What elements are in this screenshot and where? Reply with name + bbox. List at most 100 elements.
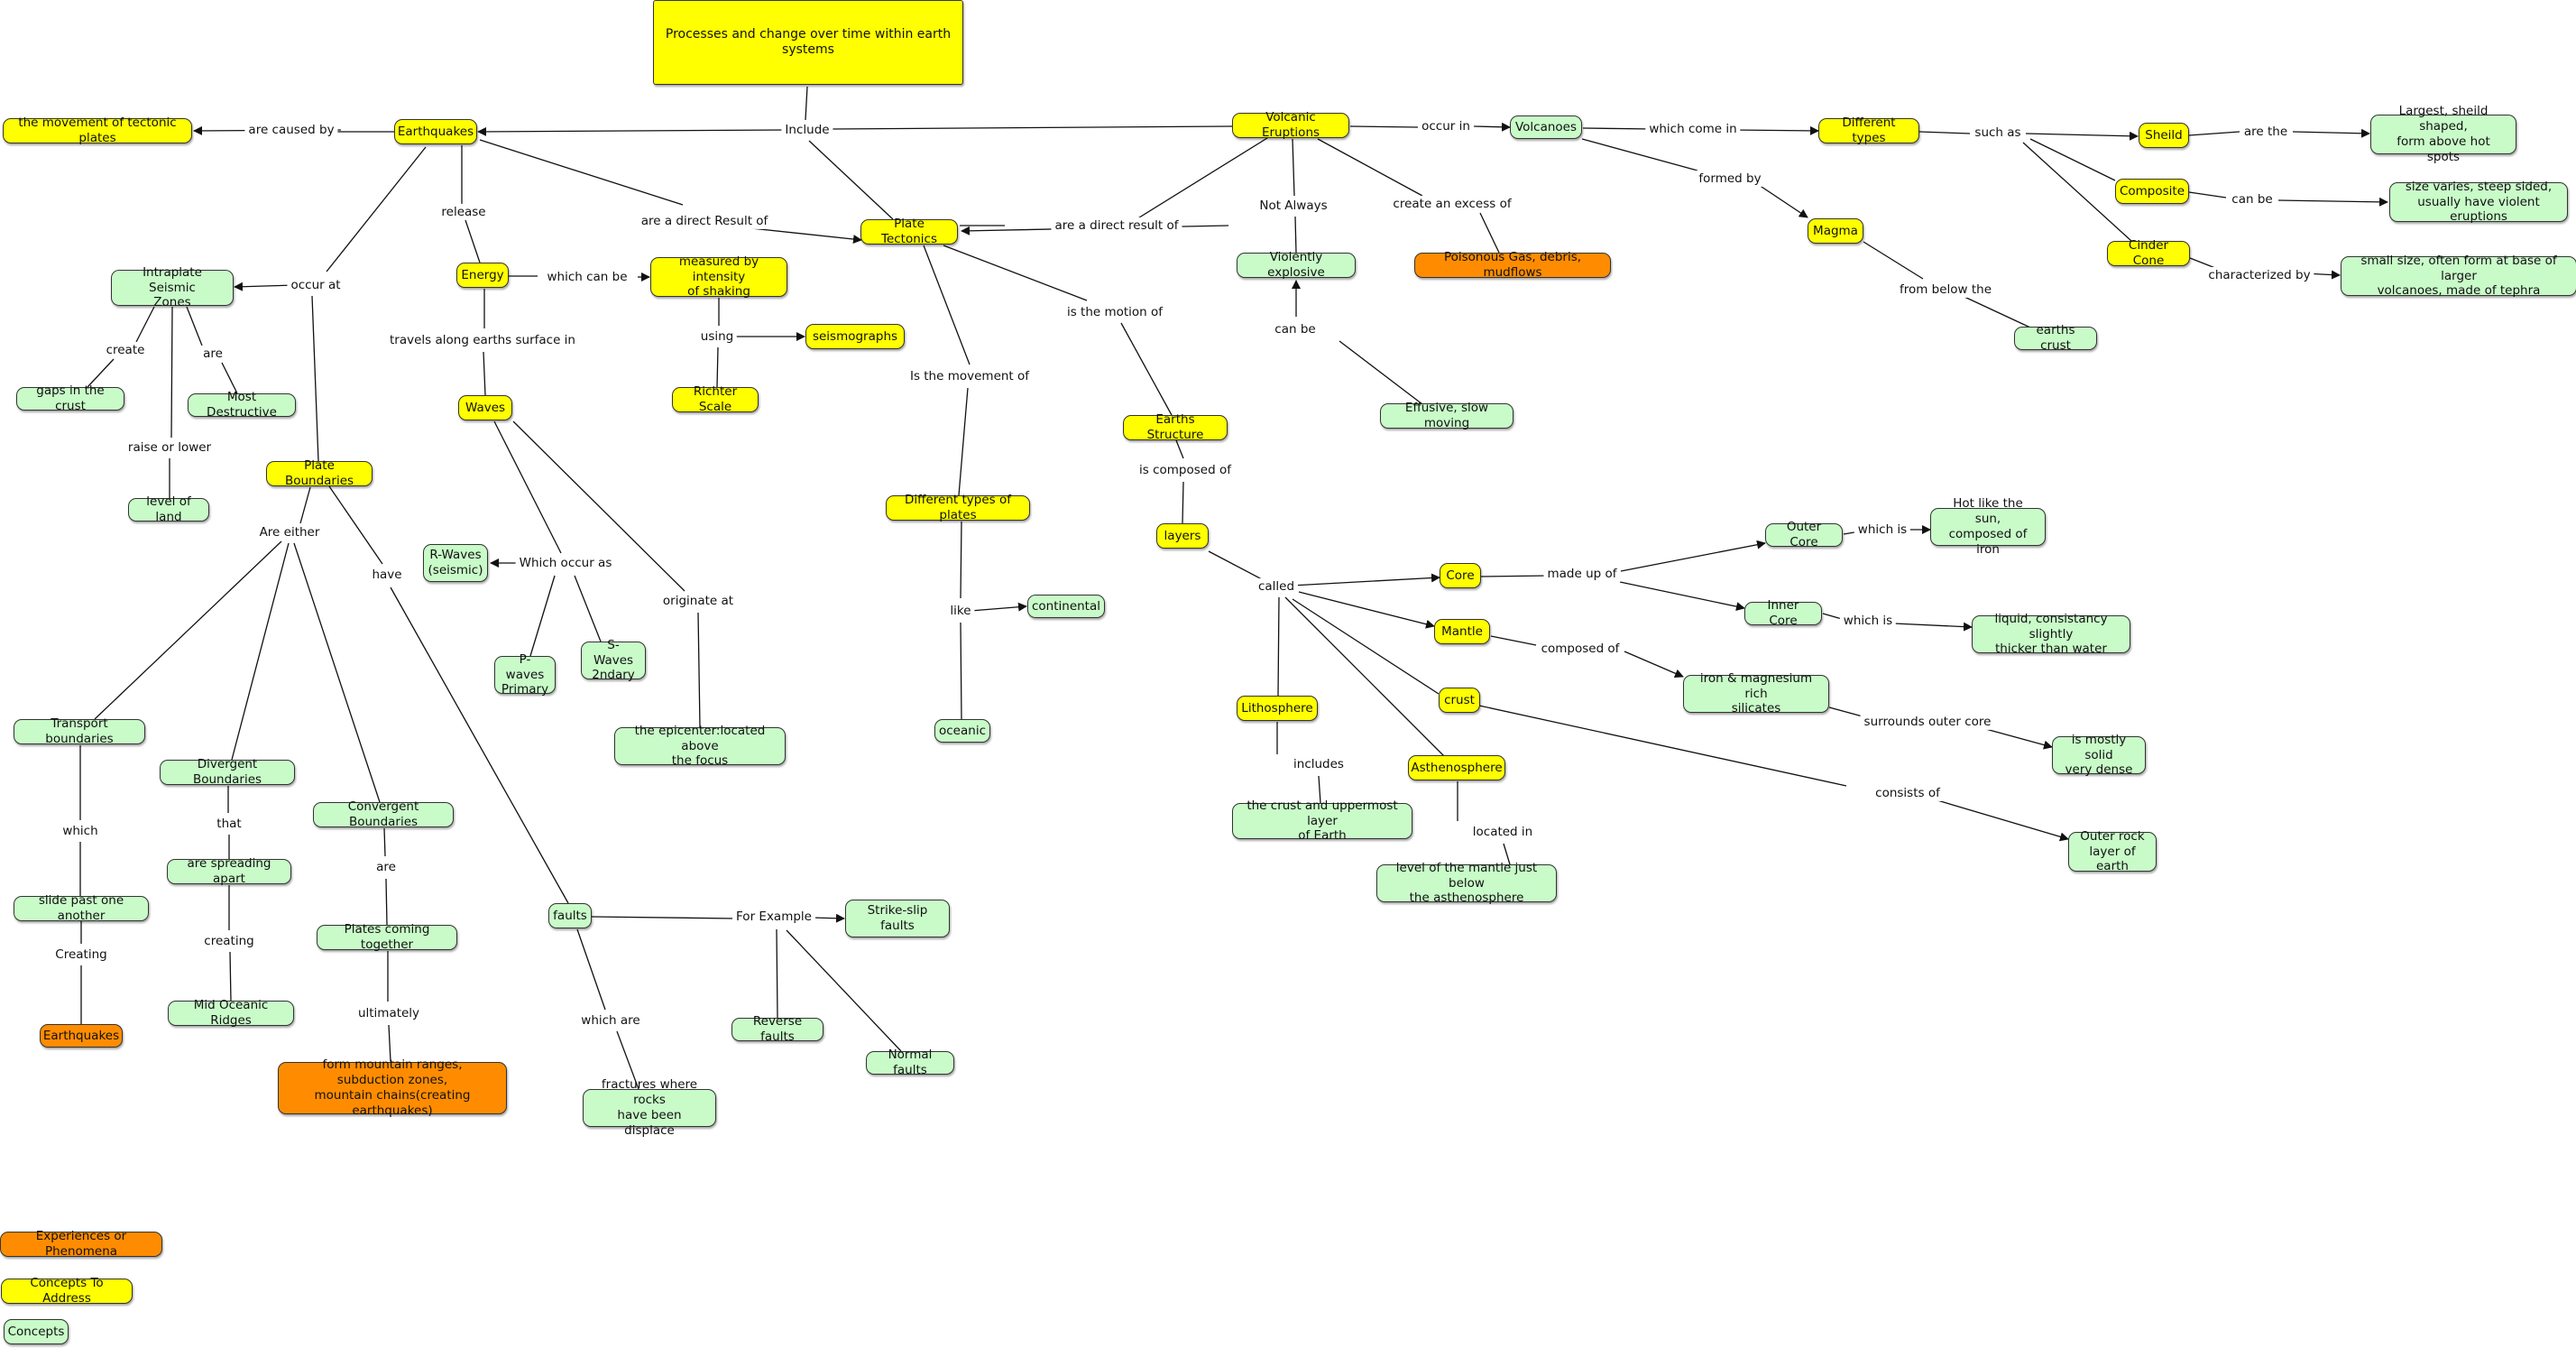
concept-node-transport[interactable]: Transport boundaries: [14, 716, 145, 746]
connector-line: [1503, 843, 1511, 865]
concept-node-rwaves[interactable]: R-Waves (seismic): [423, 544, 488, 582]
connector-line: [1277, 596, 1280, 697]
concept-node-legend1[interactable]: Experiences or Phenomena: [0, 1229, 162, 1259]
connector-line: [493, 420, 562, 554]
concept-node-hotsun[interactable]: Hot like the sun, composed of iron: [1930, 496, 2046, 557]
concept-node-measured[interactable]: measured by intensity of shaking: [650, 254, 787, 299]
concept-node-fractures[interactable]: fractures where rocks have been displace: [583, 1077, 716, 1138]
concept-node-pwaves[interactable]: P-waves Primary: [494, 652, 556, 697]
concept-node-core[interactable]: Core: [1440, 563, 1481, 588]
connector-line: [808, 140, 894, 220]
concept-node-oceanic[interactable]: oceanic: [934, 719, 990, 743]
connector-line: [574, 575, 603, 647]
concept-node-ironmag[interactable]: iron & magnesium rich silicates: [1683, 671, 1829, 716]
concept-node-effusive[interactable]: Effusive, slow moving: [1380, 401, 1513, 430]
concept-node-reverse[interactable]: Reverse faults: [731, 1014, 823, 1044]
concept-node-intraplate[interactable]: Intraplate Seismic Zones: [111, 265, 234, 309]
connector-line: [231, 542, 290, 761]
concept-node-spreading[interactable]: are spreading apart: [167, 856, 291, 886]
connector-line: [1480, 575, 1550, 577]
connector-line: [2022, 142, 2132, 242]
concept-node-astheno[interactable]: Asthenosphere: [1408, 755, 1505, 780]
concept-node-liquid[interactable]: liquid, consistancy slightly thicker tha…: [1972, 612, 2130, 656]
connector-line: [923, 245, 971, 365]
concept-node-divergent[interactable]: Divergent Boundaries: [160, 757, 295, 787]
connector-arrow: [2277, 197, 2388, 207]
concept-node-legend3[interactable]: Concepts: [4, 1319, 69, 1344]
concept-node-swaves[interactable]: S-Waves 2ndary: [581, 638, 646, 682]
concept-node-continental[interactable]: continental: [1027, 595, 1105, 618]
concept-node-volcanoes[interactable]: Volcanoes: [1510, 115, 1582, 139]
concept-node-eq2[interactable]: Earthquakes: [40, 1024, 123, 1048]
connector-line: [1964, 296, 2031, 328]
concept-node-difftypesplates[interactable]: Different types of plates: [886, 493, 1030, 522]
concept-node-mostdestr[interactable]: Most Destructive: [188, 390, 296, 420]
concept-node-mantle[interactable]: Mantle: [1434, 619, 1490, 644]
connector-arrow: [1291, 573, 1440, 586]
concept-node-normal[interactable]: Normal faults: [866, 1048, 954, 1077]
connector-line: [1478, 705, 1847, 787]
connector-line: [591, 916, 737, 919]
concept-node-tectonic[interactable]: the movement of tectonic plates: [3, 115, 192, 145]
link-label-whichcome: which come in: [1645, 120, 1741, 138]
connector-line: [576, 928, 606, 1011]
concept-node-energy[interactable]: Energy: [456, 263, 509, 288]
concept-node-sheild[interactable]: Sheild: [2139, 123, 2189, 148]
concept-node-faults[interactable]: faults: [548, 903, 592, 928]
concept-node-earthstruct[interactable]: Earths Structure: [1123, 412, 1228, 442]
link-label-formedby: formed by: [1695, 170, 1765, 188]
concept-node-magma[interactable]: Magma: [1808, 218, 1863, 244]
concept-node-lithosphere[interactable]: Lithosphere: [1237, 696, 1318, 721]
concept-node-layers[interactable]: layers: [1156, 523, 1209, 549]
concept-node-epicenter[interactable]: the epicenter:located above the focus: [614, 724, 786, 768]
concept-node-earthcrust[interactable]: earths crust: [2014, 323, 2097, 353]
concept-node-leveland[interactable]: level of land: [128, 494, 209, 524]
concept-node-cinder[interactable]: Cinder Cone: [2107, 238, 2190, 268]
concept-node-waves[interactable]: Waves: [458, 395, 512, 420]
concept-node-gaps[interactable]: gaps in the crust: [16, 383, 124, 413]
concept-node-midocean[interactable]: Mid Oceanic Ridges: [168, 998, 294, 1028]
concept-node-outerrock[interactable]: Outer rock layer of earth: [2068, 829, 2157, 873]
concept-node-richter[interactable]: Richter Scale: [672, 384, 759, 414]
concept-node-levelmantle[interactable]: level of the mantle just below the asthe…: [1376, 861, 1557, 905]
concept-node-plateb[interactable]: Plate Boundaries: [266, 458, 373, 488]
connector-line: [383, 827, 386, 857]
connector-line: [1490, 635, 1537, 646]
concept-node-violent[interactable]: Violently explosive: [1237, 250, 1356, 280]
connector-line: [716, 346, 719, 388]
concept-node-coming[interactable]: Plates coming together: [317, 922, 457, 952]
connector-line: [1292, 598, 1440, 695]
connector-line: [385, 878, 388, 926]
concept-node-title[interactable]: Processes and change over time within ea…: [653, 0, 963, 85]
connector-line: [221, 362, 238, 394]
connector-line: [479, 139, 684, 206]
concept-node-seismo[interactable]: seismographs: [805, 324, 905, 349]
concept-node-crust[interactable]: crust: [1439, 688, 1480, 713]
concept-node-composite[interactable]: Composite: [2115, 179, 2189, 204]
concept-node-volcerupt[interactable]: Volcanic Eruptions: [1232, 110, 1349, 140]
concept-node-difftypes[interactable]: Different types: [1818, 115, 1919, 145]
concept-node-earthquakes[interactable]: Earthquakes: [394, 119, 477, 144]
concept-node-poison[interactable]: Poisonous Gas, debris, mudflows: [1414, 250, 1611, 280]
link-label-iscomposed: is composed of: [1136, 461, 1235, 479]
concept-node-largest[interactable]: Largest, sheild shaped, form above hot s…: [2370, 104, 2516, 164]
concept-node-formmtn[interactable]: form mountain ranges, subduction zones, …: [278, 1057, 507, 1118]
connector-line: [1175, 439, 1184, 459]
concept-node-strikeslip[interactable]: Strike-slip faults: [845, 900, 950, 937]
concept-node-outercore[interactable]: Outer Core: [1765, 520, 1843, 549]
concept-node-legend2[interactable]: Concepts To Address: [1, 1276, 133, 1306]
concept-node-platetect[interactable]: Plate Tectonics: [860, 217, 958, 246]
concept-node-slide[interactable]: slide past one another: [14, 893, 149, 923]
concept-node-sizevaries[interactable]: size varies, steep sided, usually have v…: [2389, 180, 2568, 224]
concept-node-convergent[interactable]: Convergent Boundaries: [313, 799, 454, 829]
concept-node-solid[interactable]: is mostly solid very dense: [2052, 733, 2146, 777]
connector-line: [1339, 340, 1423, 405]
concept-node-crustupper[interactable]: the crust and uppermost layer of Earth: [1232, 799, 1412, 843]
concept-node-smallsize[interactable]: small size, often form at base of larger…: [2341, 254, 2576, 298]
connector-line: [1120, 322, 1173, 416]
link-label-whichoccur: Which occur as: [515, 554, 616, 572]
link-label-have: have: [368, 566, 406, 584]
concept-node-innercore[interactable]: Inner Core: [1744, 598, 1822, 628]
link-label-whichis2: which is: [1839, 612, 1897, 630]
